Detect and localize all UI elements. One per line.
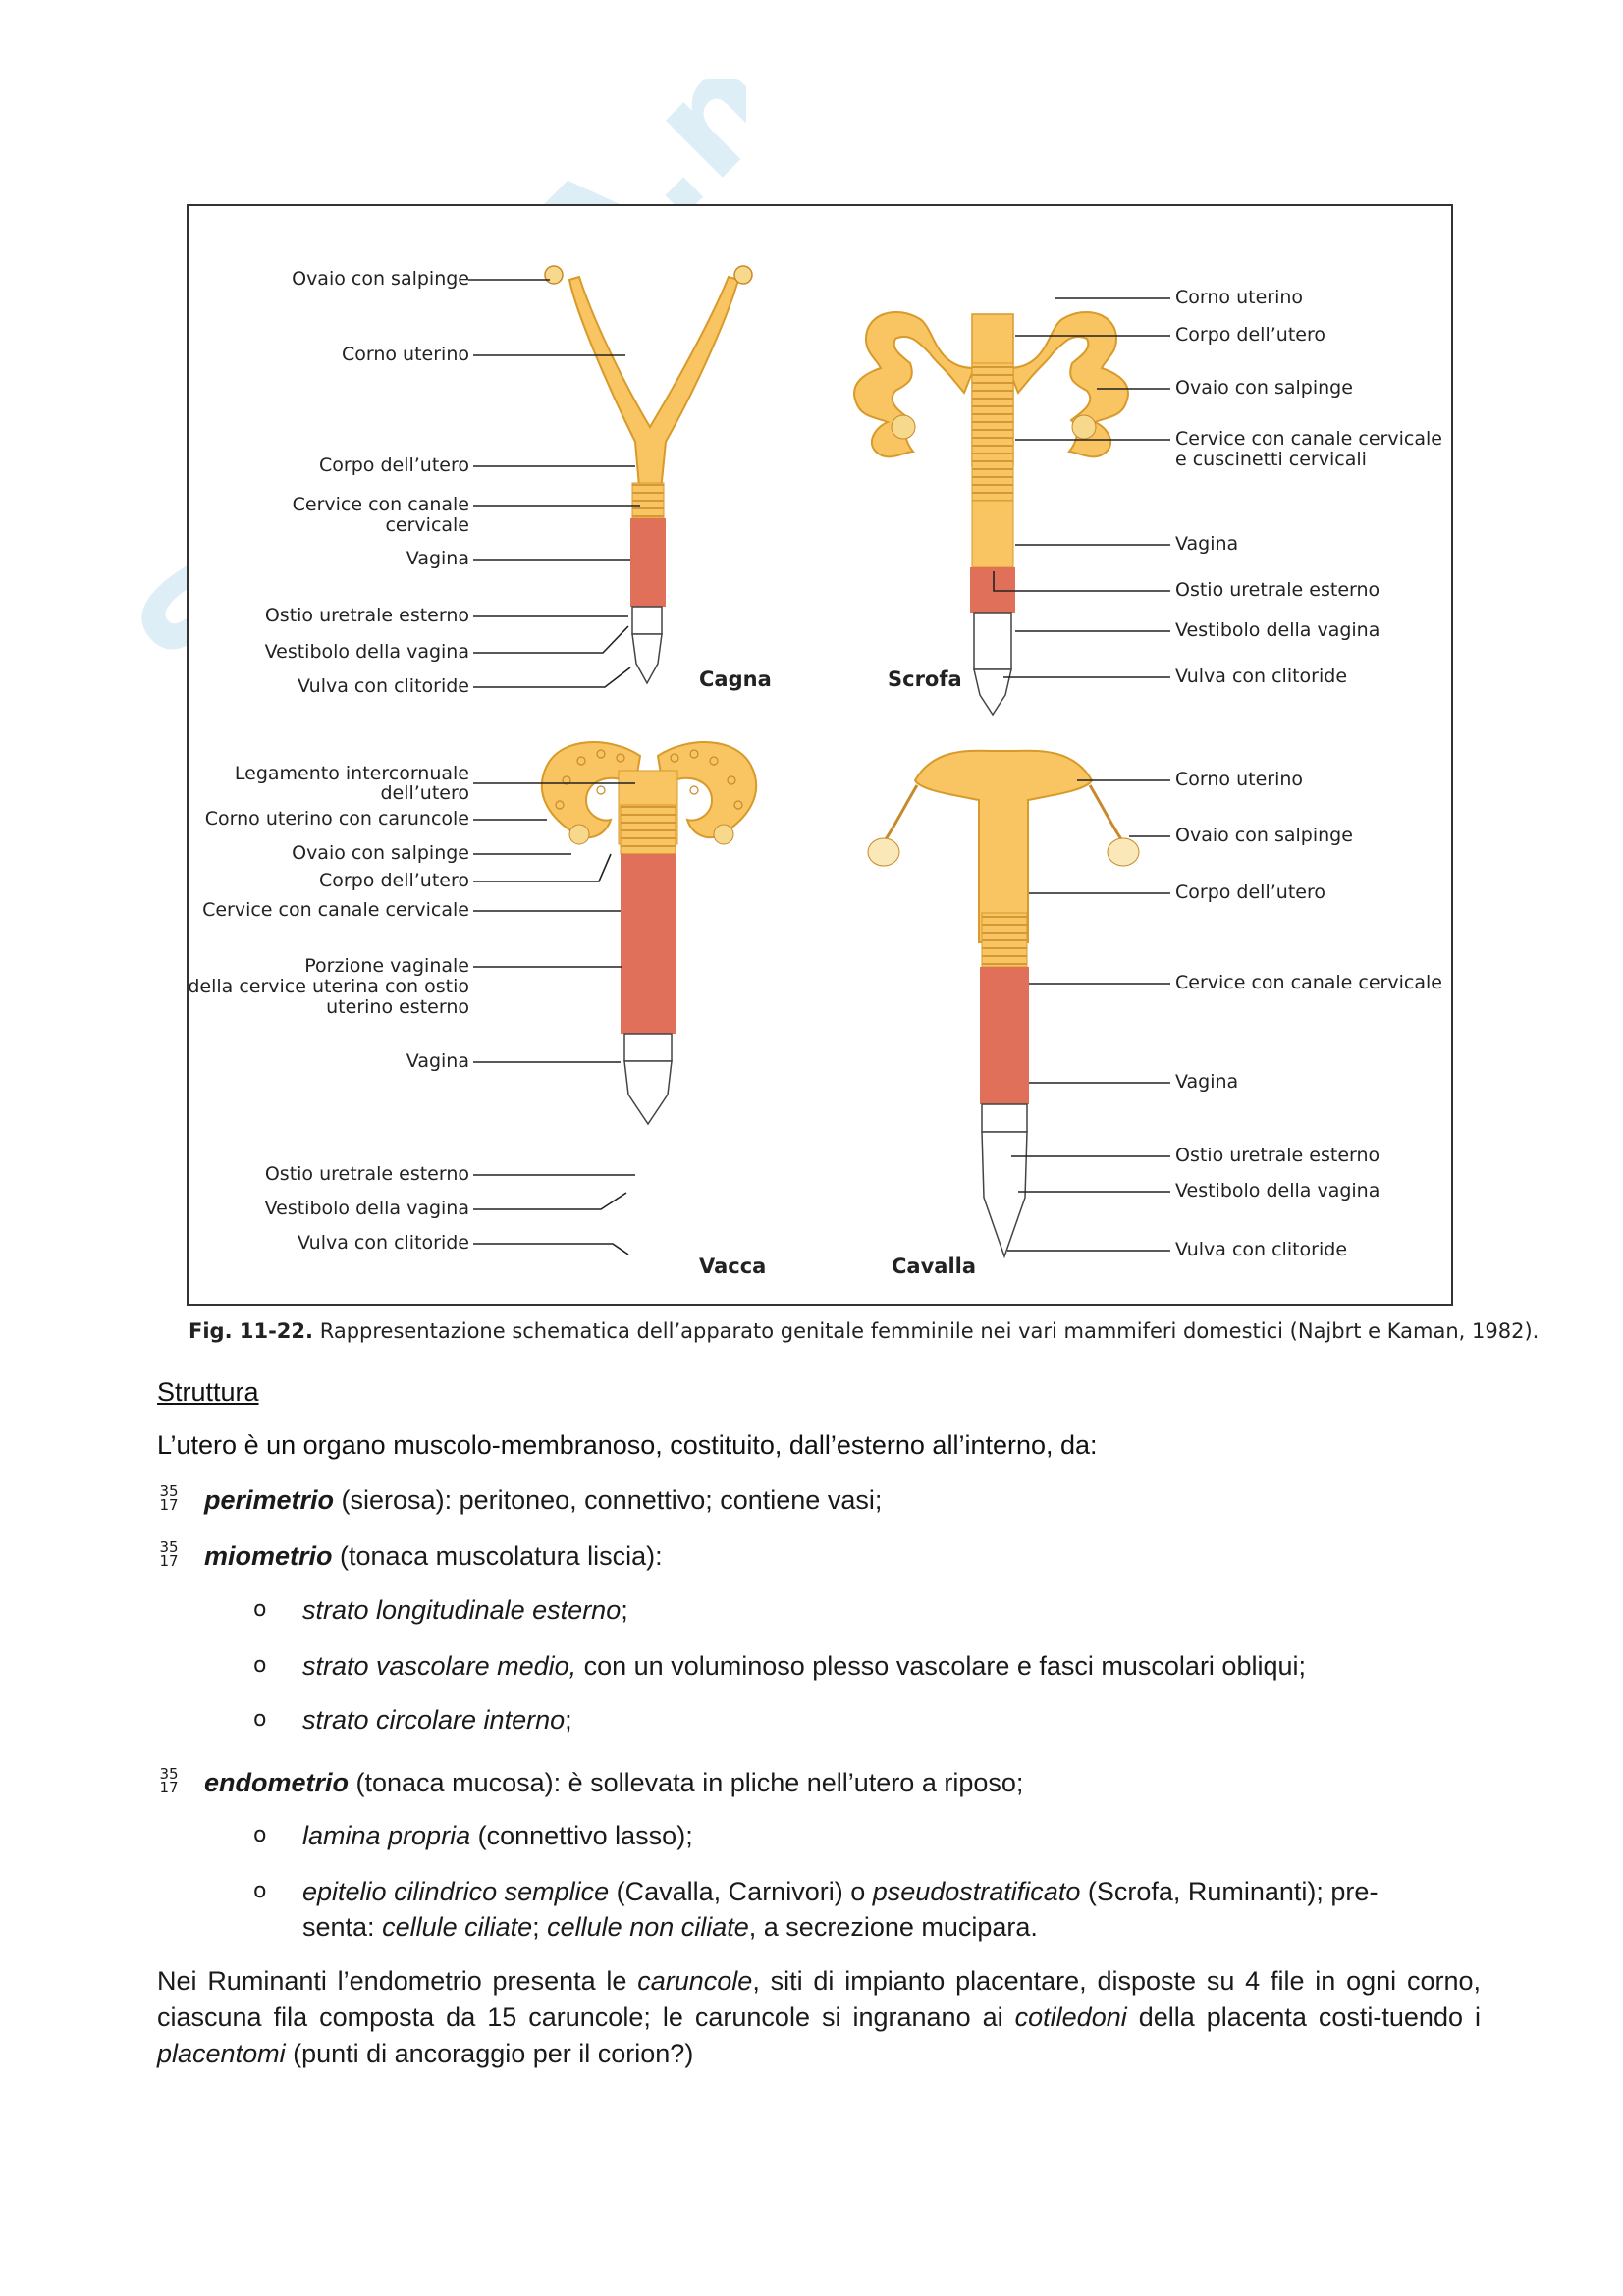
vacca-label-ostio: Ostio uretrale esterno [265,1164,469,1185]
scrofa-label-vulva: Vulva con clitoride [1175,667,1347,687]
species-label-cavalla: Cavalla [892,1255,976,1278]
figure-caption: Fig. 11-22. Rappresentazione schematica … [189,1319,1465,1343]
cavalla-label-cervice: Cervice con canale cervicale [1175,973,1442,993]
vacca-label-porzione-2: della cervice uterina con ostio [188,977,469,997]
cagna-label-vulva: Vulva con clitoride [298,676,469,697]
sub-bullet-marker: o [253,1648,266,1683]
scrofa-label-cervice-2: e cuscinetti cervicali [1175,450,1367,470]
vacca-leader-lines [473,783,635,1255]
cavalla-label-vagina: Vagina [1175,1072,1238,1093]
vacca-label-vestibolo: Vestibolo della vagina [265,1199,469,1219]
scrofa-label-corpo: Corpo dell’utero [1175,325,1325,346]
scrofa-label-cervice-1: Cervice con canale cervicale [1175,429,1442,450]
cavalla-leader-lines [1007,780,1170,1251]
vacca-label-corno: Corno uterino con caruncole [205,809,469,829]
cavalla-label-vestibolo: Vestibolo della vagina [1175,1181,1380,1201]
cavalla-label-corpo: Corpo dell’utero [1175,882,1325,903]
vacca-label-vulva: Vulva con clitoride [298,1233,469,1254]
cagna-uterus [545,266,752,683]
caption-text: Rappresentazione schematica dell’apparat… [313,1319,1539,1343]
vacca-label-legamento-2: dell’utero [380,783,469,804]
scrofa-label-corno: Corno uterino [1175,288,1303,308]
intro-paragraph: L’utero è un organo muscolo-membranoso, … [157,1427,1473,1463]
cavalla-uterus [868,751,1139,1256]
sub-item-longitudinale: strato longitudinale esterno; [302,1592,628,1628]
sub-item-vascolare: strato vascolare medio, con un voluminos… [302,1648,1306,1683]
sub-bullet-marker: o [253,1818,266,1853]
cagna-label-corpo: Corpo dell’utero [319,455,469,476]
cavalla-label-ostio: Ostio uretrale esterno [1175,1146,1380,1166]
bullet-perimetrio: perimetrio (sierosa): peritoneo, connett… [204,1482,882,1518]
sub-bullet-marker: o [253,1874,266,1909]
cagna-label-cervice-2: cervicale [385,515,469,536]
cagna-leader-lines [468,280,640,687]
cagna-label-cervice-1: Cervice con canale [293,495,469,515]
sub-item-epitelio: epitelio cilindrico semplice (Cavalla, C… [302,1874,1481,1945]
scrofa-label-vestibolo: Vestibolo della vagina [1175,620,1380,641]
sub-bullet-marker: o [253,1592,266,1628]
bullet-miometrio: miometrio (tonaca muscolatura liscia): [204,1538,663,1574]
cagna-label-ostio: Ostio uretrale esterno [265,606,469,626]
cavalla-label-corno: Corno uterino [1175,770,1303,790]
vacca-label-cervice: Cervice con canale cervicale [202,900,469,921]
vacca-label-porzione-3: uterino esterno [326,997,469,1018]
scrofa-label-ostio: Ostio uretrale esterno [1175,580,1380,601]
cagna-label-ovaio: Ovaio con salpinge [292,269,469,290]
scrofa-label-ovaio: Ovaio con salpinge [1175,378,1353,399]
vacca-uterus [542,742,756,1124]
vacca-label-corpo: Corpo dell’utero [319,871,469,891]
species-label-cagna: Cagna [699,667,772,691]
cagna-label-vestibolo: Vestibolo della vagina [265,642,469,663]
species-label-vacca: Vacca [699,1255,766,1278]
cagna-label-vagina: Vagina [406,549,469,569]
vacca-label-ovaio: Ovaio con salpinge [292,843,469,864]
cavalla-label-ovaio: Ovaio con salpinge [1175,826,1353,846]
caption-number: Fig. 11-22. [189,1319,313,1343]
scrofa-uterus [854,312,1128,715]
bullet-endometrio: endometrio (tonaca mucosa): è sollevata … [204,1765,1023,1800]
anatomy-figure: Ovaio con salpinge Corno uterino Corpo d… [187,204,1453,1306]
cagna-label-corno: Corno uterino [342,345,469,365]
sub-item-circolare: strato circolare interno; [302,1702,572,1737]
sub-item-lamina: lamina propria (connettivo lasso); [302,1818,693,1853]
sub-bullet-marker: o [253,1702,266,1737]
vacca-label-porzione-1: Porzione vaginale [304,956,469,977]
species-label-scrofa: Scrofa [888,667,962,691]
anatomy-diagram [189,206,1451,1304]
vacca-label-vagina: Vagina [406,1051,469,1072]
vacca-label-legamento-1: Legamento intercornuale [235,764,469,784]
cavalla-label-vulva: Vulva con clitoride [1175,1240,1347,1260]
scrofa-label-vagina: Vagina [1175,534,1238,555]
section-heading: Struttura [157,1374,1473,1410]
ruminanti-paragraph: Nei Ruminanti l’endometrio presenta le c… [157,1963,1481,2072]
